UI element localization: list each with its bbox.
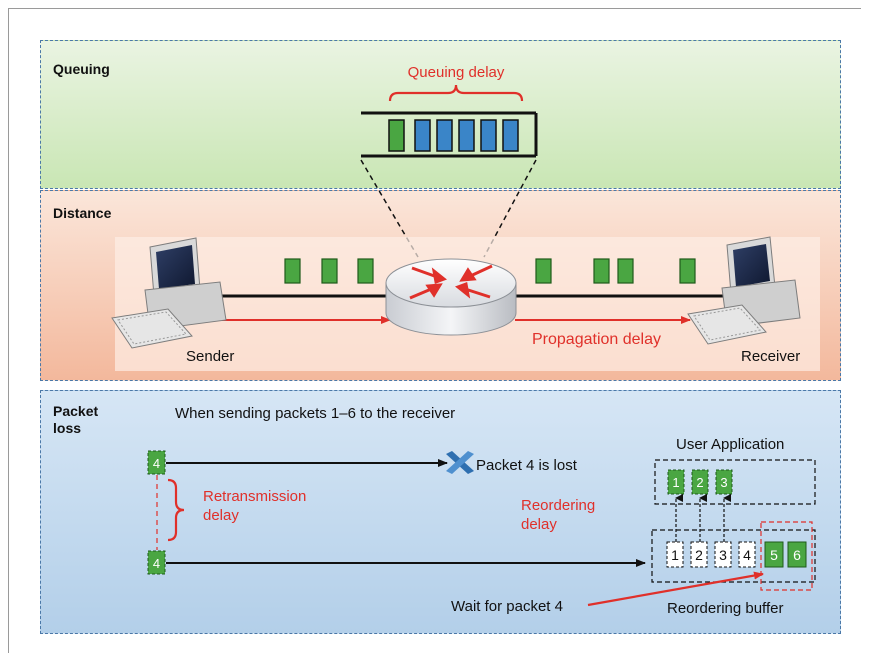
delivered-packet-label: 3	[720, 475, 727, 490]
buffer-slot-label: 3	[719, 547, 727, 563]
router-icon	[385, 258, 517, 336]
packet-loss-panel: Packet loss	[40, 390, 841, 634]
queuing-delay-label: Queuing delay	[408, 64, 505, 81]
packet	[617, 258, 634, 284]
queuing-title: Queuing	[53, 61, 110, 77]
receiver-computer-icon	[687, 236, 801, 345]
packet	[535, 258, 552, 284]
buffer-slot	[714, 541, 732, 568]
buffer-slot	[764, 541, 784, 568]
queued-packet	[414, 119, 431, 152]
buffer-slot-label: 1	[671, 547, 679, 563]
out-of-order-highlight	[760, 521, 813, 591]
wait-label: Wait for packet 4	[451, 598, 563, 615]
packet	[321, 258, 338, 284]
sending-note: When sending packets 1–6 to the receiver	[175, 405, 455, 422]
user-application-label: User Application	[676, 436, 784, 453]
figure-frame	[8, 8, 861, 653]
packet-lost-label: Packet 4 is lost	[476, 457, 578, 474]
packet	[284, 258, 301, 284]
buffer-slot-label: 2	[695, 547, 703, 563]
buffer-packets: 1 2 3 4 5 6	[666, 541, 807, 568]
receiver-label: Receiver	[741, 348, 800, 365]
queued-packet	[458, 119, 475, 152]
buffer-slot	[738, 541, 756, 568]
reordering-delay-label-2: delay	[521, 516, 557, 533]
wait-arrow	[587, 571, 764, 607]
buffer-slot	[666, 541, 684, 568]
distance-title: Distance	[53, 205, 112, 221]
buffer-slot-label: 6	[793, 547, 801, 563]
queue-buffer	[361, 111, 538, 158]
packet	[357, 258, 374, 284]
delivered-packet-label: 2	[696, 475, 703, 490]
queued-packet	[502, 119, 519, 152]
packets-in-flight	[284, 258, 696, 284]
reordering-buffer-box	[651, 529, 816, 583]
reordering-buffer-label: Reordering buffer	[667, 600, 783, 617]
queued-packet	[480, 119, 497, 152]
buffer-slot-label: 5	[770, 547, 778, 563]
queued-packet	[388, 119, 405, 152]
sender-computer-icon	[111, 237, 227, 349]
packet	[593, 258, 610, 284]
queued-packet	[436, 119, 453, 152]
user-application-box	[654, 459, 816, 505]
retransmission-label-2: delay	[203, 507, 239, 524]
sent-packet-label: 4	[153, 456, 160, 471]
queuing-delay-brace	[388, 84, 524, 102]
packet	[679, 258, 696, 284]
buffer-slot	[690, 541, 708, 568]
buffer-slot	[787, 541, 807, 568]
retransmitted-packet	[147, 550, 166, 575]
propagation-delay-label: Propagation delay	[532, 331, 661, 348]
retransmitted-packet-label: 4	[153, 556, 160, 571]
retransmission-label-1: Retransmission	[203, 488, 306, 505]
buffer-slot-label: 4	[743, 547, 751, 563]
reordering-delay-label-1: Reordering	[521, 497, 595, 514]
sent-packet	[147, 450, 166, 475]
x-mark-icon	[446, 451, 474, 474]
sender-label: Sender	[186, 348, 234, 365]
packet-loss-title: Packet loss	[53, 403, 99, 436]
delivered-packet-label: 1	[672, 475, 679, 490]
delivered-packets: 1 2 3	[667, 469, 733, 495]
retransmission-brace	[167, 478, 185, 542]
